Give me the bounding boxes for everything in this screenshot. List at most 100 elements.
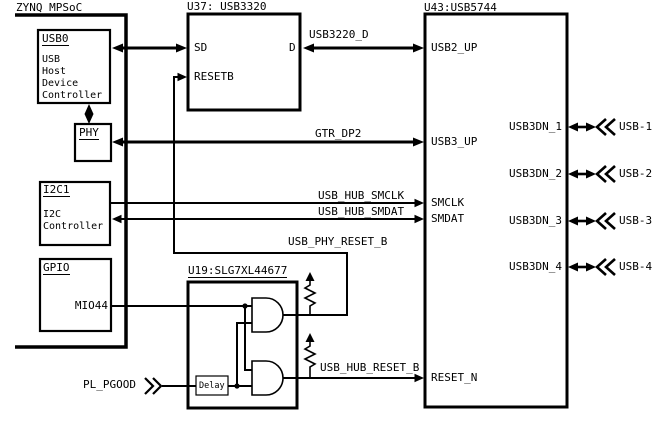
pullup-resistor-icon — [303, 333, 317, 378]
offpage-chevron-left-icon — [595, 258, 607, 276]
arrowhead-right-icon — [176, 43, 187, 53]
pullup-resistor-icon — [303, 272, 317, 315]
pin-reset-n: RESET_N — [431, 371, 478, 384]
pin-usb3-up: USB3_UP — [431, 135, 478, 148]
arrowhead-right-icon — [414, 373, 424, 383]
connector-usb-3-label: USB-3 — [619, 214, 653, 227]
and-gate-bottom — [251, 360, 284, 396]
net-usb3220-d-bus — [303, 43, 424, 53]
i2c1-desc-line: I2C — [43, 209, 62, 220]
offpage-chevron-right-icon — [152, 377, 163, 395]
arrowhead-left-icon — [112, 43, 123, 53]
pin-usb3dn-2: USB3DN_2 — [509, 167, 562, 180]
arrowhead-right-icon — [414, 198, 424, 208]
u43-block — [423, 12, 569, 409]
offpage-chevron-left-icon — [604, 212, 616, 230]
net-usb-hub-smdat-wire — [112, 214, 424, 224]
pin-usb3dn-3: USB3DN_3 — [509, 214, 562, 227]
usb0-block-title: USB0 — [42, 32, 69, 46]
arrowhead-left-icon — [303, 43, 314, 53]
arrowhead-left-icon — [112, 214, 122, 224]
arrowhead-right-icon — [586, 262, 596, 272]
power-arrow-icon — [305, 333, 315, 342]
i2c1-desc-line: Controller — [43, 221, 104, 232]
pin-sd: SD — [194, 41, 208, 54]
usb0-desc-line: USB — [42, 54, 61, 65]
arrowhead-right-icon — [586, 169, 596, 179]
power-arrow-icon — [305, 272, 315, 281]
net-usb0-sd-bus — [112, 43, 187, 53]
net-pl-pgood-wire — [144, 377, 196, 395]
arrowhead-down-icon — [84, 114, 94, 124]
net-label-usb-hub-smdat: USB_HUB_SMDAT — [318, 205, 405, 218]
zynq-title: ZYNQ MPSoC — [16, 1, 83, 14]
pin-d: D — [289, 41, 296, 54]
arrowhead-right-icon — [177, 72, 187, 82]
net-usb-hub-smclk-wire — [110, 198, 424, 208]
net-usb-hub-reset-b-wire — [283, 333, 424, 383]
arrowhead-right-icon — [586, 216, 596, 226]
gpio-block-title: GPIO — [43, 261, 70, 275]
arrowhead-right-icon — [413, 137, 424, 147]
net-usb0-phy-bus — [84, 104, 94, 124]
i2c1-block-title: I2C1 — [43, 183, 70, 197]
u37-block — [186, 12, 302, 112]
arrowhead-left-icon — [112, 137, 123, 147]
u19-title: U19:SLG7XL44677 — [188, 264, 288, 278]
connector-usb-1-label: USB-1 — [619, 120, 653, 133]
arrowhead-up-icon — [84, 104, 94, 114]
and-gate-top — [251, 297, 284, 333]
net-delay-out-wire — [228, 322, 252, 389]
connector-usb-4-arrow — [568, 258, 616, 276]
net-mio44-wire — [110, 303, 252, 371]
pin-resetb: RESETB — [194, 70, 234, 83]
net-label-gtr-dp2: GTR_DP2 — [315, 127, 362, 140]
phy-block-title: PHY — [79, 126, 99, 140]
pin-smdat: SMDAT — [431, 212, 465, 225]
delay-label: Delay — [199, 381, 225, 391]
net-label-usb-phy-reset-b: USB_PHY_RESET_B — [288, 235, 388, 248]
usb0-desc-line: Device — [42, 78, 79, 89]
arrowhead-left-icon — [568, 169, 578, 179]
connector-usb-4-label: USB-4 — [619, 260, 653, 273]
connector-usb-2-arrow — [568, 165, 616, 183]
net-label-usb3220-d: USB3220_D — [309, 28, 369, 41]
net-label-usb-hub-reset-b: USB_HUB_RESET_B — [320, 361, 420, 374]
u37-title: U37: USB3320 — [187, 0, 267, 14]
offpage-chevron-left-icon — [604, 258, 616, 276]
offpage-chevron-right-icon — [144, 377, 155, 395]
i2c1-block — [38, 180, 112, 247]
pin-usb3dn-1: USB3DN_1 — [509, 120, 562, 133]
connector-usb-2-label: USB-2 — [619, 167, 653, 180]
net-label-usb-hub-smclk: USB_HUB_SMCLK — [318, 189, 405, 202]
arrowhead-right-icon — [413, 43, 424, 53]
offpage-chevron-left-icon — [604, 165, 616, 183]
net-usb-phy-reset-b-wire — [173, 72, 348, 316]
offpage-chevron-left-icon — [595, 212, 607, 230]
u43-title: U43:USB5744 — [424, 1, 497, 15]
offpage-chevron-left-icon — [595, 165, 607, 183]
pin-usb2-up: USB2_UP — [431, 41, 478, 54]
u19-block — [186, 280, 299, 410]
arrowhead-left-icon — [568, 262, 578, 272]
pin-usb3dn-4: USB3DN_4 — [509, 260, 562, 273]
arrowhead-left-icon — [568, 122, 578, 132]
zynq-boundary — [15, 13, 128, 349]
arrowhead-right-icon — [586, 122, 596, 132]
usb0-desc-line: Host — [42, 66, 67, 77]
arrowhead-left-icon — [568, 216, 578, 226]
net-gtr-dp2-bus — [112, 137, 424, 147]
pin-smclk: SMCLK — [431, 196, 465, 209]
gpio-block — [38, 257, 113, 333]
net-label-pl-pgood: PL_PGOOD — [83, 378, 136, 391]
offpage-chevron-left-icon — [604, 118, 616, 136]
connector-usb-3-arrow — [568, 212, 616, 230]
connector-usb-1-arrow — [568, 118, 616, 136]
arrowhead-right-icon — [414, 214, 424, 224]
usb0-desc-line: Controller — [42, 90, 103, 101]
phy-block — [73, 122, 113, 163]
pin-mio44: MIO44 — [74, 299, 108, 312]
usb0-block — [36, 28, 112, 105]
